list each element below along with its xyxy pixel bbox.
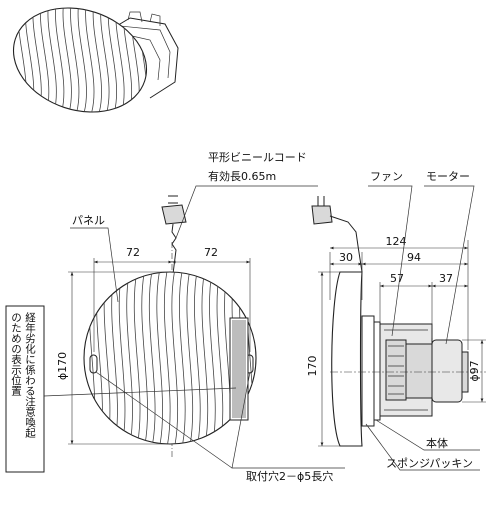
caution-line-1: 経年劣化に係わる注意喚起 xyxy=(24,311,36,439)
grille-rib xyxy=(186,272,194,444)
grille-rib xyxy=(62,7,72,113)
dim-side-rear: 94 xyxy=(407,251,421,264)
caution-line-2: のための表示位置 xyxy=(10,312,22,396)
label-body: 本体 xyxy=(426,436,448,450)
caution-label-area xyxy=(232,320,246,418)
label-sponge-packing: スポンジパッキン xyxy=(386,457,473,470)
fan-blades xyxy=(385,339,407,401)
dim-motor-diameter: ϕ97 xyxy=(468,360,481,381)
grille-rib xyxy=(133,272,141,444)
grille-rib xyxy=(55,7,65,113)
motor xyxy=(431,339,463,403)
grille-rib xyxy=(156,272,164,444)
isometric-grille-ribs xyxy=(17,7,155,113)
dim-side-height: 170 xyxy=(306,356,319,377)
caution-note-box: 経年劣化に係わる注意喚起 のための表示位置 xyxy=(5,305,45,473)
grille-rib xyxy=(126,272,133,444)
grille-rib xyxy=(171,272,179,444)
grille-rib xyxy=(209,272,216,444)
grille-rib xyxy=(100,7,110,113)
dim-front-right: 72 xyxy=(204,246,218,259)
dim-side-housing: 57 xyxy=(390,272,404,285)
grille-rib xyxy=(194,272,201,444)
label-cord-length: 有効長0.65m xyxy=(208,169,276,183)
grille-rib xyxy=(178,272,186,444)
grille-rib xyxy=(92,7,102,113)
grille-rib xyxy=(77,7,87,113)
grille-rib xyxy=(70,7,80,113)
grille-rib xyxy=(107,7,117,113)
side-power-plug xyxy=(311,196,363,273)
isometric-view xyxy=(12,7,179,113)
dim-side-panel: 30 xyxy=(339,251,353,264)
grille-rib xyxy=(148,272,156,444)
dim-front-left: 72 xyxy=(126,246,140,259)
grille-rib xyxy=(141,272,148,444)
label-mounting-holes: 取付穴2－ϕ5長穴 xyxy=(246,469,333,483)
grille-rib xyxy=(47,7,57,113)
grille-rib xyxy=(118,272,126,444)
dim-front-diameter: ϕ170 xyxy=(56,352,69,380)
mounting-hole-left xyxy=(89,354,98,374)
grille-rib xyxy=(163,272,171,444)
grille-rib xyxy=(85,7,95,113)
grille-rib xyxy=(201,272,209,444)
label-motor: モーター xyxy=(426,170,470,183)
label-fan: ファン xyxy=(370,170,403,183)
front-view: 72 72 ϕ170 xyxy=(43,185,345,469)
label-panel: パネル xyxy=(72,214,105,227)
motor-mount xyxy=(405,343,433,399)
side-view: 124 30 94 57 37 170 ϕ97 xyxy=(306,185,486,471)
dim-side-total: 124 xyxy=(386,235,407,248)
label-cord-type: 平形ビニールコード xyxy=(208,151,307,164)
dim-side-motor: 37 xyxy=(439,272,453,285)
power-plug xyxy=(161,195,187,275)
